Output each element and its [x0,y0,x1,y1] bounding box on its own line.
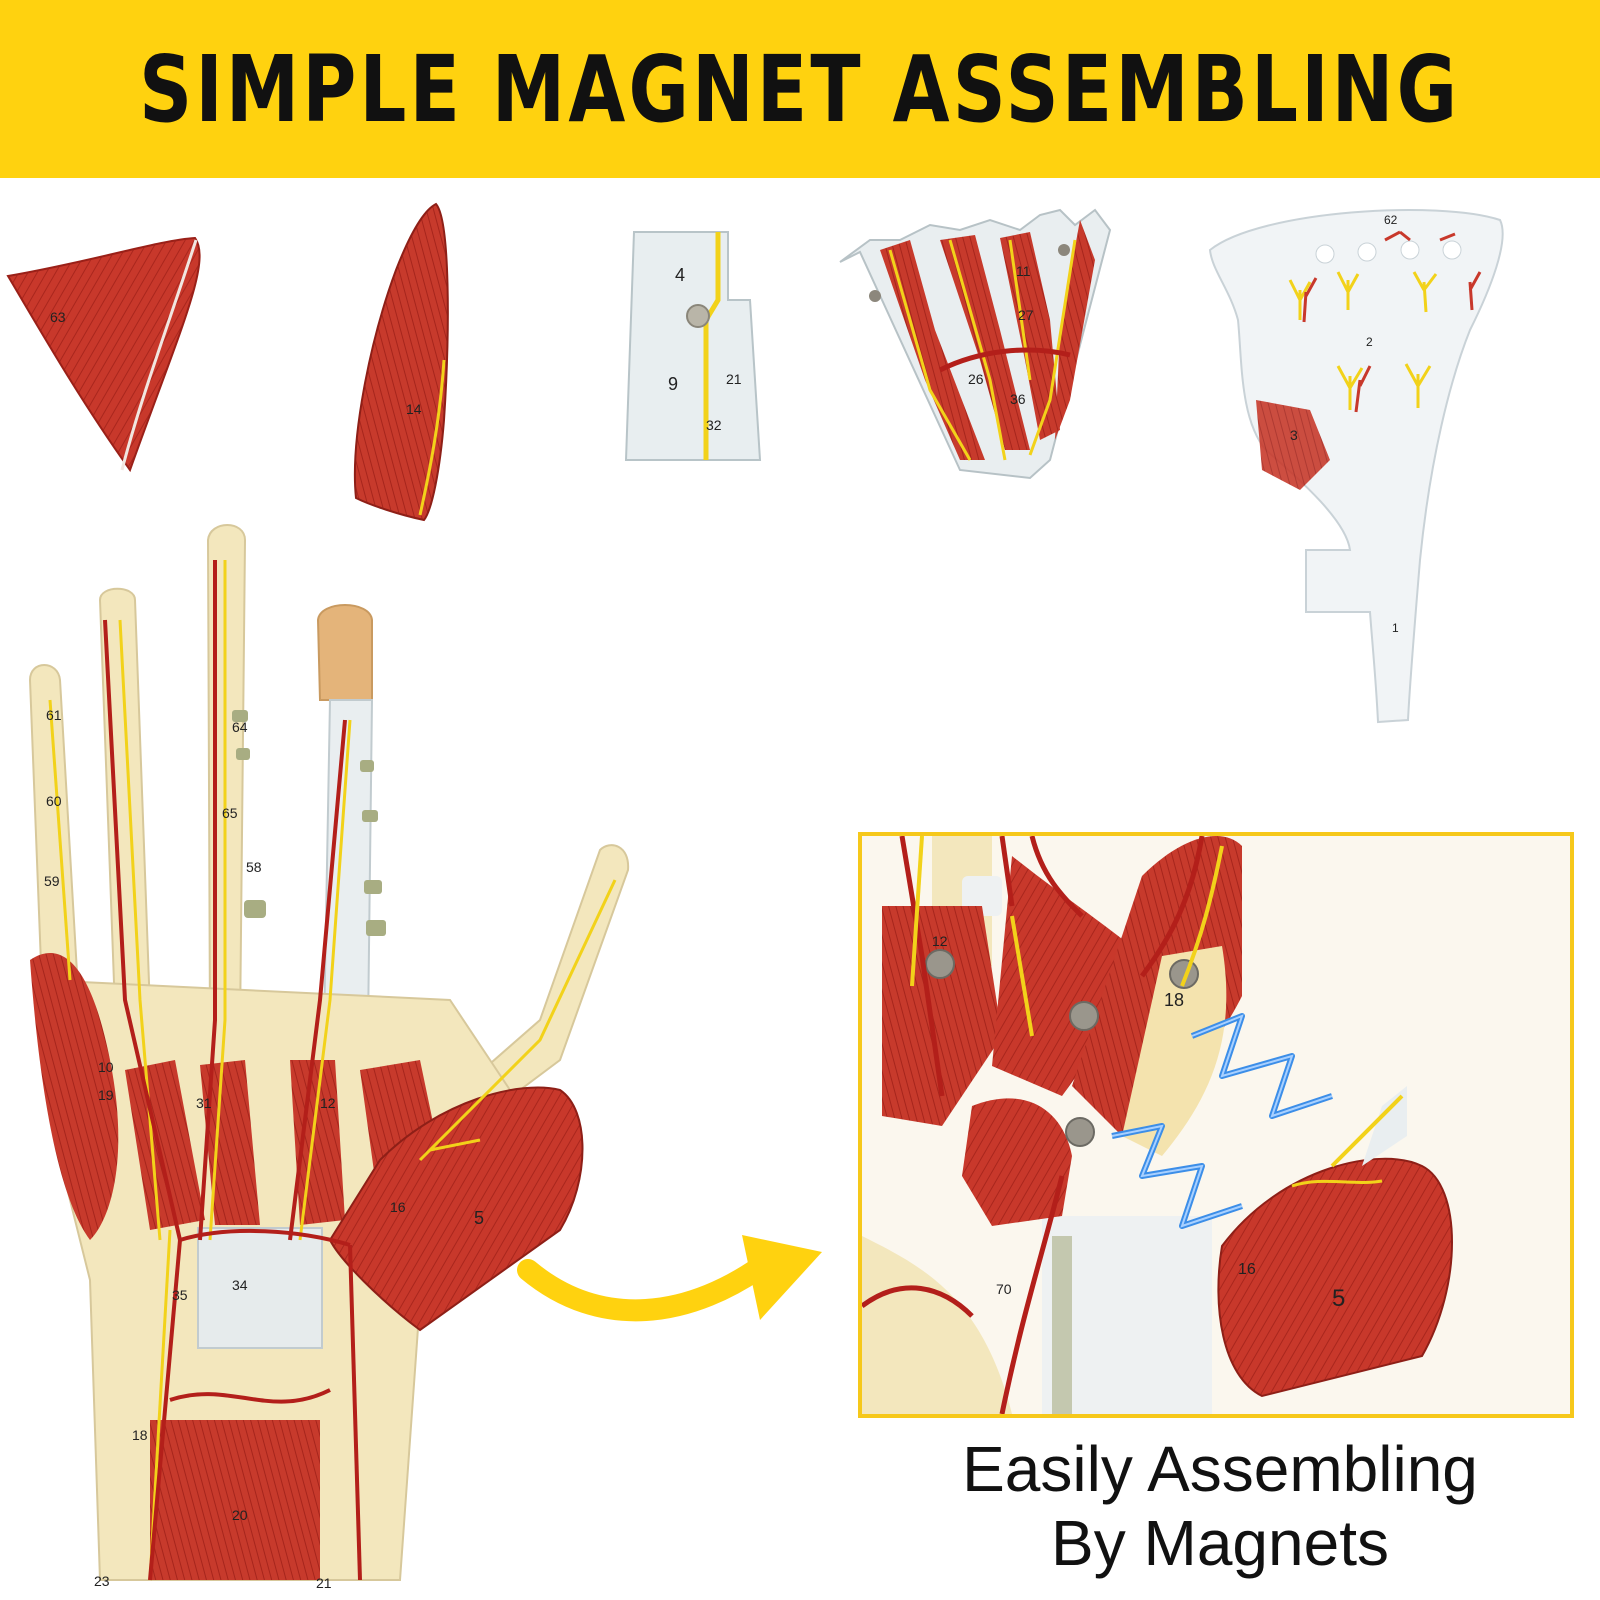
hand-label-31: 31 [196,1095,212,1111]
hand-label-61: 61 [46,707,62,723]
label-27: 27 [1018,307,1034,323]
title-banner: SIMPLE MAGNET ASSEMBLING [0,0,1600,178]
caption-line-1: Easily Assembling [962,1433,1478,1505]
hand-label-35: 35 [172,1287,188,1303]
label-14: 14 [406,401,422,417]
hand-label-58: 58 [246,859,262,875]
hand-muscle-piece: 11 27 26 36 [839,208,1112,480]
hand-label-34: 34 [232,1277,248,1293]
zoom-detail-illustration: 12 18 16 5 70 [862,836,1570,1414]
plate-piece: 4 9 21 32 [624,231,762,461]
hand-label-23: 23 [94,1573,110,1589]
hand-label-19: 19 [98,1087,114,1103]
hand-label-20: 20 [232,1507,248,1523]
hand-label-16: 16 [390,1199,406,1215]
label-21: 21 [726,371,742,387]
label-4: 4 [675,265,685,285]
muscle-piece-63: 63 [6,236,201,473]
label-9: 9 [668,374,678,394]
caption-line-2: By Magnets [1051,1507,1389,1579]
label-63: 63 [50,309,66,325]
hand-label-10: 10 [98,1059,114,1075]
label-32: 32 [706,417,722,433]
hand-label-18: 18 [132,1427,148,1443]
hand-label-5: 5 [474,1208,484,1228]
caption: Easily Assembling By Magnets [860,1432,1580,1580]
muscle-piece-14: 14 [353,202,449,522]
zoom-label-5: 5 [1332,1285,1345,1312]
zoom-label-16: 16 [1238,1261,1256,1278]
label-3: 3 [1290,427,1298,443]
hand-label-65: 65 [222,805,238,821]
hand-label-21: 21 [316,1575,332,1591]
hand-label-60: 60 [46,793,62,809]
hand-model: 61 60 59 10 19 31 12 16 5 34 35 64 65 58… [28,524,630,1591]
label-36: 36 [1010,391,1026,407]
banner-title: SIMPLE MAGNET ASSEMBLING [139,35,1461,143]
label-62: 62 [1384,213,1398,227]
label-26: 26 [968,371,984,387]
fascia-piece: 62 2 3 1 [1208,209,1504,724]
hand-label-12: 12 [320,1095,336,1111]
hand-label-59: 59 [44,873,60,889]
zoom-label-18: 18 [1164,990,1184,1010]
zoom-label-70: 70 [996,1281,1012,1297]
label-2: 2 [1366,335,1373,349]
arrow-icon [517,1235,822,1322]
zoom-label-12: 12 [932,933,948,949]
hand-label-64: 64 [232,719,248,735]
zoom-detail-frame: 12 18 16 5 70 [858,832,1574,1418]
label-1: 1 [1392,621,1399,635]
label-11: 11 [1016,263,1031,279]
